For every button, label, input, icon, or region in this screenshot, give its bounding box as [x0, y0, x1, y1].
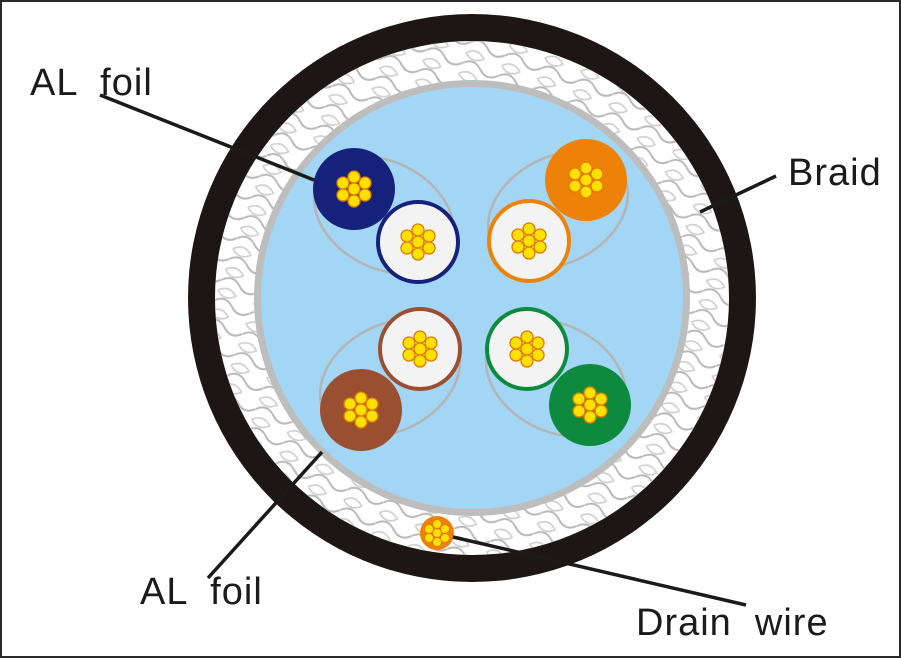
braid-leader	[699, 174, 777, 214]
braid-label: Braid	[788, 152, 882, 194]
drain-wire-label: Drain wire	[636, 602, 829, 644]
al-foil-bottom-leader	[206, 450, 324, 580]
al-foil-top-leader	[99, 93, 315, 182]
drain-wire-leader	[452, 535, 747, 607]
al-foil-top-label: AL foil	[30, 62, 153, 104]
al-foil-bottom-label: AL foil	[140, 571, 263, 613]
filler-core	[261, 87, 683, 509]
drain-wire	[420, 516, 454, 550]
